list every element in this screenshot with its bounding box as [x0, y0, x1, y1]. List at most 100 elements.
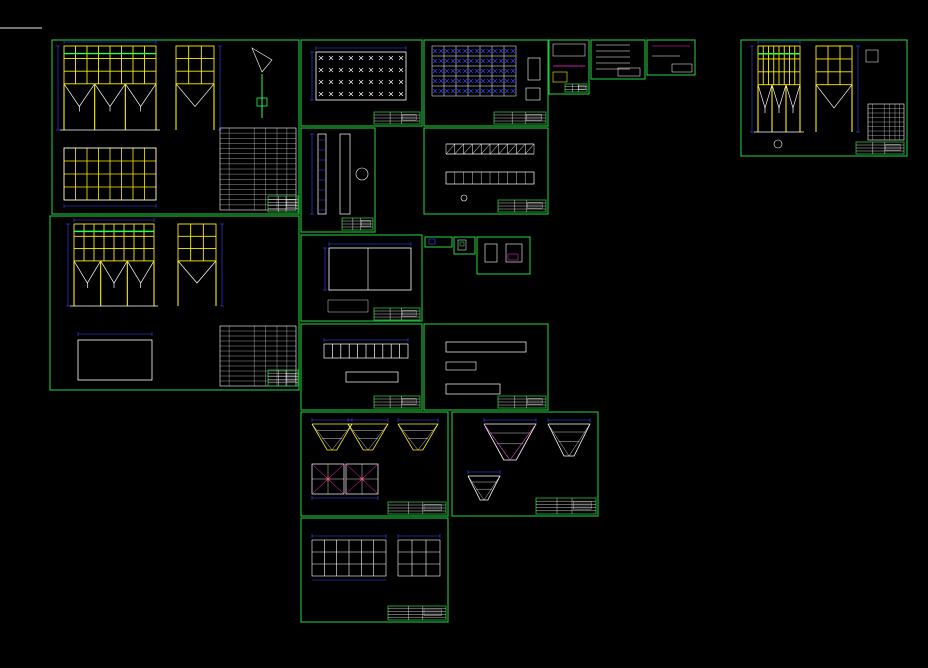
- mini-detail: [552, 71, 568, 83]
- drawing-sheet-2[interactable]: [49, 215, 300, 391]
- title-block-logo: [286, 373, 296, 382]
- outlet-detail: [773, 139, 783, 149]
- drawing-line: [318, 91, 324, 97]
- drawing-sheet-13[interactable]: [453, 236, 476, 255]
- drawing-sheet-11[interactable]: [300, 234, 423, 322]
- drawing-sheet-19[interactable]: [300, 517, 449, 623]
- notes-block: [327, 299, 369, 313]
- title-block: [493, 111, 547, 125]
- sheet-frame: [300, 517, 449, 623]
- bag-layout-grid: [397, 539, 441, 577]
- title-block-frame: [387, 605, 447, 621]
- drawing-line: [504, 58, 510, 64]
- dimension-vertical: [56, 45, 60, 131]
- drawing-line: [328, 55, 334, 61]
- drawing-line: [498, 58, 504, 64]
- drawing-line: [480, 88, 486, 94]
- title-block-logo: [527, 202, 543, 209]
- baghouse-elevation: [66, 218, 158, 307]
- drawing-line: [348, 55, 354, 61]
- bag-layout-grid: [311, 539, 387, 577]
- drawing-line: [486, 58, 492, 64]
- drawing-sheet-3[interactable]: [300, 39, 423, 127]
- diagonal-member: [481, 143, 491, 155]
- pipe-detail: [355, 167, 369, 181]
- drawing-line: [348, 79, 354, 85]
- sheet-frame: [740, 39, 908, 157]
- drawing-line: [483, 475, 501, 501]
- drawing-line: [444, 78, 450, 84]
- drawing-rect: [457, 239, 467, 251]
- drawing-line: [483, 423, 511, 461]
- drawing-sheet-18[interactable]: [451, 411, 599, 517]
- drawing-line: [450, 58, 456, 64]
- drawing-line: [547, 423, 570, 457]
- drawing-line: [510, 48, 516, 54]
- drawing-line: [328, 79, 334, 85]
- diagonal-member: [507, 143, 517, 155]
- drawing-line: [432, 58, 438, 64]
- drawing-sheet-1[interactable]: [51, 39, 300, 215]
- casing-grid: [73, 223, 155, 262]
- drawing-sheet-7[interactable]: [646, 39, 696, 76]
- drawing-sheet-10[interactable]: [740, 39, 908, 157]
- drawing-sheet-12[interactable]: [424, 236, 453, 248]
- drawing-sheet-4[interactable]: [423, 39, 549, 127]
- drawing-line: [462, 88, 468, 94]
- sheet-frame: [300, 39, 423, 127]
- drawing-sheet-5[interactable]: [548, 39, 590, 95]
- title-block: [267, 195, 299, 213]
- dimension-horizontal: [315, 46, 407, 50]
- drawing-line: [358, 67, 364, 73]
- outlet-circle: [359, 476, 365, 482]
- dimension-horizontal: [73, 218, 155, 222]
- drawing-line: [468, 68, 474, 74]
- drawing-line: [388, 91, 394, 97]
- foundation-plan: [77, 339, 153, 381]
- sheet-frame: [453, 236, 476, 255]
- title-block: [387, 605, 447, 621]
- section-detail: [527, 57, 541, 81]
- drawing-sheet-8[interactable]: [300, 127, 376, 233]
- stiffener: [445, 361, 477, 371]
- dimension-vertical: [220, 223, 224, 307]
- drawing-line: [328, 67, 334, 73]
- drawing-line: [468, 88, 474, 94]
- title-block-logo: [361, 220, 371, 227]
- drawing-line: [438, 88, 444, 94]
- dimension-horizontal: [397, 418, 439, 422]
- drawing-line: [432, 88, 438, 94]
- drawing-line: [348, 91, 354, 97]
- drawing-rect: [177, 223, 217, 262]
- drawing-sheet-6[interactable]: [590, 39, 646, 80]
- drawing-line: [318, 67, 324, 73]
- drawing-line: [444, 58, 450, 64]
- dimension-horizontal: [63, 40, 157, 44]
- hopper-section: [347, 418, 389, 451]
- title-block-frame: [564, 83, 588, 93]
- drawing-line: [438, 78, 444, 84]
- sheet-frame: [300, 323, 423, 411]
- dimension-horizontal: [63, 204, 157, 208]
- drawing-sheet-14[interactable]: [476, 236, 531, 275]
- drawing-line: [468, 58, 474, 64]
- drawing-sheet-17[interactable]: [300, 411, 449, 517]
- drawing-sheet-9[interactable]: [423, 127, 549, 215]
- sheet-frame: [51, 39, 300, 215]
- title-block-logo: [286, 199, 296, 208]
- title-block: [535, 497, 597, 515]
- drawing-line: [498, 88, 504, 94]
- title-block: [564, 83, 588, 93]
- tube-sheet-grid: [431, 45, 517, 97]
- hopper-section: [467, 470, 501, 501]
- anchor-plate: [315, 51, 407, 101]
- drawing-sheet-15[interactable]: [300, 323, 423, 411]
- side-casing-grid: [177, 223, 217, 262]
- drawing-line: [318, 79, 324, 85]
- drawing-sheet-16[interactable]: [423, 323, 549, 411]
- drawing-line: [338, 91, 344, 97]
- diagonal-member: [489, 143, 499, 155]
- drawing-line: [468, 48, 474, 54]
- detail-sketch: [251, 47, 273, 73]
